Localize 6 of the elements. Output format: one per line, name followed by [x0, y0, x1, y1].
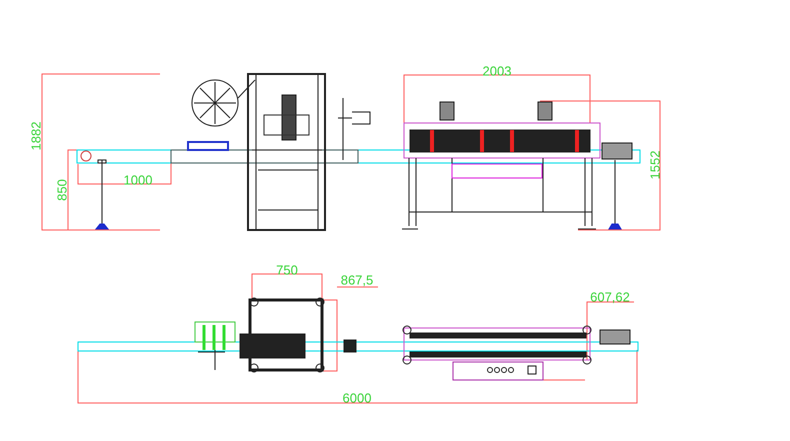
dimension-value: 1882: [30, 122, 42, 150]
dimension-value: 607,62: [590, 290, 630, 304]
dimension-value: 850: [56, 179, 68, 201]
dimension-value: 1552: [648, 150, 662, 180]
dimension-value: 867,5: [340, 274, 374, 286]
dimension-value: 6000: [342, 392, 372, 404]
